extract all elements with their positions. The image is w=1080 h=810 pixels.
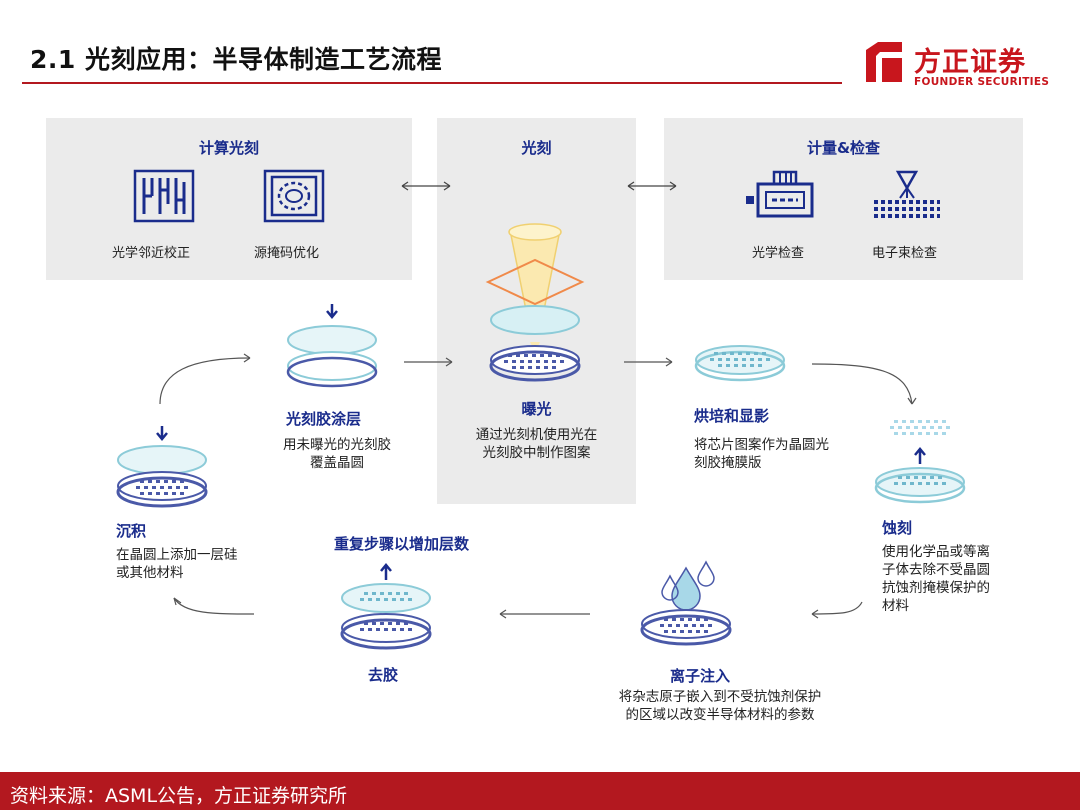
logo-text-en: FOUNDER SECURITIES: [914, 76, 1050, 88]
step-desc-deposition: 在晶圆上添加一层硅或其他材料: [116, 547, 238, 581]
etch-wafer-illustration: [874, 420, 966, 504]
strip-wafer-illustration: [340, 563, 432, 650]
step-desc-ion-implant: 将杂志原子嵌入到不受抗蚀剂保护的区域以改变半导体材料的参数: [618, 689, 822, 723]
logo-text-cn: 方正证券: [914, 47, 1026, 78]
founder-logo-icon: [866, 42, 902, 82]
label-smo: 源掩码优化: [254, 246, 320, 261]
exposure-lens-illustration: [485, 223, 585, 382]
panel-metrology: [664, 118, 1023, 280]
page-title: 2.1 光刻应用：半导体制造工艺流程: [30, 45, 442, 74]
bake-develop-wafer-illustration: [694, 345, 786, 382]
electron-beam-inspection-icon: [874, 170, 940, 218]
step-title-etch: 蚀刻: [882, 519, 913, 537]
source-mask-optimization-icon: [263, 169, 325, 223]
label-ebeam-inspection: 电子束检查: [872, 246, 938, 261]
optical-proximity-correction-icon: [133, 169, 195, 223]
optical-inspection-icon: [746, 170, 814, 218]
label-opc: 光学邻近校正: [112, 246, 191, 261]
step-title-deposition: 沉积: [116, 522, 147, 540]
footer-bar: [0, 772, 1080, 810]
step-title-exposure: 曝光: [521, 400, 552, 418]
panel-title-computational: 计算光刻: [198, 139, 259, 157]
label-optical-inspection: 光学检查: [752, 246, 805, 261]
step-title-repeat: 重复步骤以增加层数: [334, 535, 470, 553]
founder-logo: 方正证券 FOUNDER SECURITIES: [864, 40, 1054, 92]
title-divider: [22, 82, 842, 84]
bidirectional-arrow-icon: [401, 181, 451, 191]
panel-title-metrology: 计量&检查: [806, 139, 881, 157]
panel-computational-lithography: [46, 118, 412, 280]
ion-implant-wafer-illustration: [640, 560, 732, 646]
step-title-ion-implant: 离子注入: [670, 667, 731, 685]
step-title-strip: 去胶: [368, 666, 399, 684]
deposition-wafer-illustration: [116, 426, 208, 508]
step-desc-coating: 用未曝光的光刻胶覆盖晶圆: [283, 437, 391, 471]
bidirectional-arrow-icon: [627, 181, 677, 191]
step-desc-etch: 使用化学品或等离子体去除不受晶圆抗蚀剂掩模保护的材料: [882, 544, 990, 614]
step-desc-bake-develop: 将芯片图案作为晶圆光刻胶掩膜版: [694, 437, 829, 471]
source-note: 资料来源：ASML公告，方正证券研究所: [10, 785, 348, 807]
step-desc-exposure: 通过光刻机使用光在光刻胶中制作图案: [475, 427, 598, 461]
coating-wafer-illustration: [286, 304, 378, 388]
panel-title-lithography: 光刻: [521, 139, 552, 157]
step-title-bake-develop: 烘培和显影: [694, 407, 770, 425]
step-title-coating: 光刻胶涂层: [286, 410, 362, 428]
